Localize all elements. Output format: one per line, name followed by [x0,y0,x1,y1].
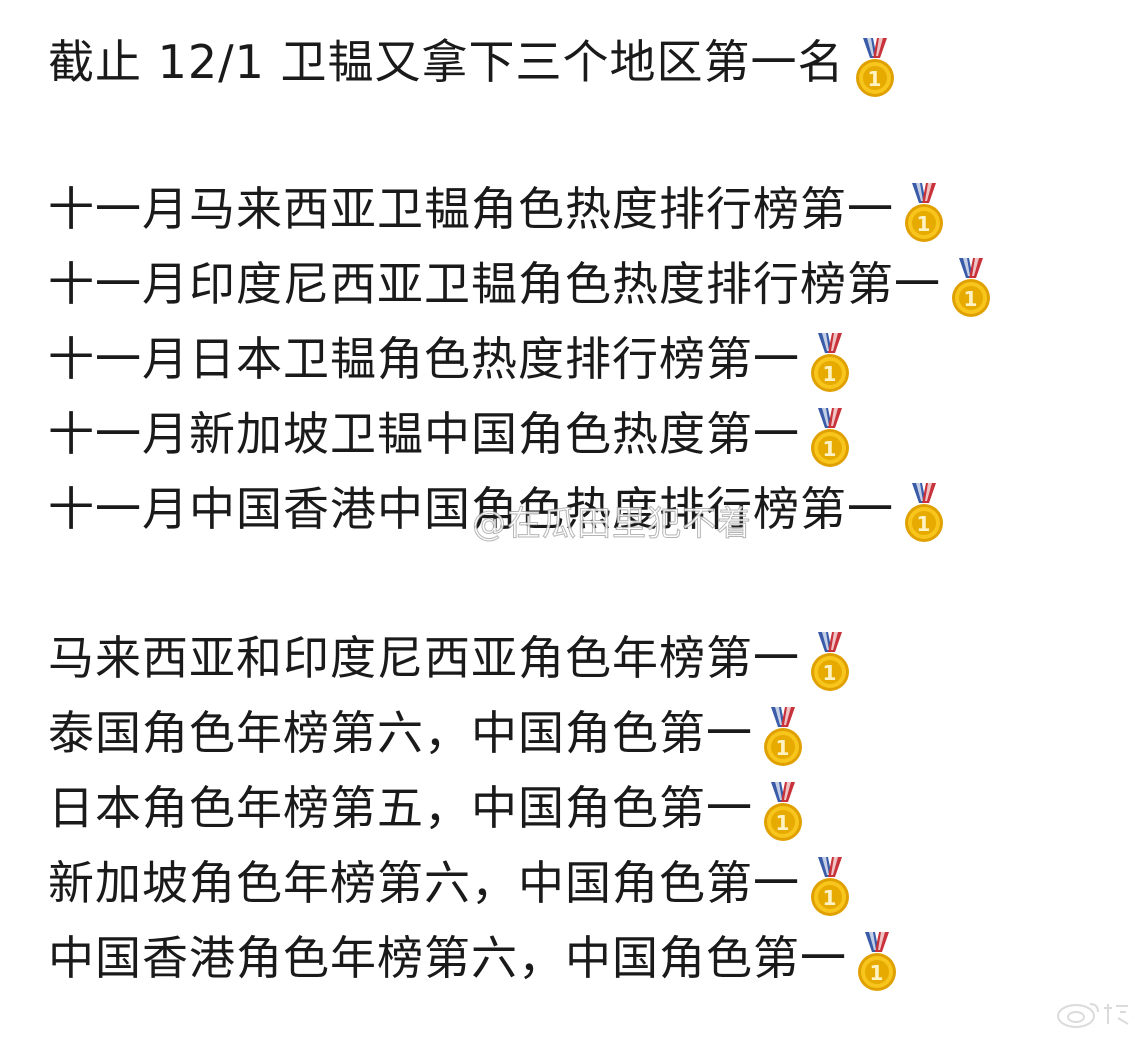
spacer [48,102,1128,172]
monthly-rank-text: 十一月新加坡卫韫中国角色热度第一 [48,407,800,461]
yearly-rank-line: 中国香港角色年榜第六，中国角色第一 [48,921,1128,996]
monthly-rank-line: 十一月日本卫韫角色热度排行榜第一 [48,322,1128,397]
post-title-line: 截止 12/1 卫韫又拿下三个地区第一名 [48,22,1128,102]
first-place-medal-icon [761,780,805,844]
monthly-rank-text: 十一月马来西亚卫韫角色热度排行榜第一 [48,182,894,236]
yearly-rank-line: 马来西亚和印度尼西亚角色年榜第一 [48,621,1128,696]
first-place-medal-icon [949,256,993,320]
first-place-medal-icon [808,630,852,694]
first-place-medal-icon [761,705,805,769]
first-place-medal-icon [853,36,897,100]
first-place-medal-icon [902,181,946,245]
yearly-rank-text: 新加坡角色年榜第六，中国角色第一 [48,856,800,910]
yearly-rank-text: 中国香港角色年榜第六，中国角色第一 [48,931,847,985]
spacer [48,547,1128,621]
first-place-medal-icon [902,481,946,545]
first-place-medal-icon [808,406,852,470]
weibo-logo-icon [1057,1003,1129,1028]
monthly-rank-text: 十一月印度尼西亚卫韫角色热度排行榜第一 [48,257,941,311]
monthly-rank-line: 十一月印度尼西亚卫韫角色热度排行榜第一 [48,247,1128,322]
monthly-rank-text: 十一月日本卫韫角色热度排行榜第一 [48,332,800,386]
post-title: 截止 12/1 卫韫又拿下三个地区第一名 [48,35,845,89]
monthly-rank-text: 十一月中国香港中国角色热度排行榜第一 [48,482,894,536]
watermark: @在瓜田里犯不着 [472,504,752,545]
yearly-rank-line: 泰国角色年榜第六，中国角色第一 [48,696,1128,771]
monthly-rank-line: 十一月中国香港中国角色热度排行榜第一 [48,472,1128,547]
monthly-rank-line: 十一月马来西亚卫韫角色热度排行榜第一 [48,172,1128,247]
yearly-rank-text: 泰国角色年榜第六，中国角色第一 [48,706,753,760]
post-body: 截止 12/1 卫韫又拿下三个地区第一名 十一月马来西亚卫韫角色热度排行榜第一 … [48,22,1128,996]
first-place-medal-icon [808,331,852,395]
monthly-rank-line: 十一月新加坡卫韫中国角色热度第一 [48,397,1128,472]
yearly-rank-text: 马来西亚和印度尼西亚角色年榜第一 [48,631,800,685]
first-place-medal-icon [808,855,852,919]
yearly-rank-line: 新加坡角色年榜第六，中国角色第一 [48,846,1128,921]
yearly-rank-text: 日本角色年榜第五，中国角色第一 [48,781,753,835]
yearly-rank-line: 日本角色年榜第五，中国角色第一 [48,771,1128,846]
first-place-medal-icon [855,930,899,994]
